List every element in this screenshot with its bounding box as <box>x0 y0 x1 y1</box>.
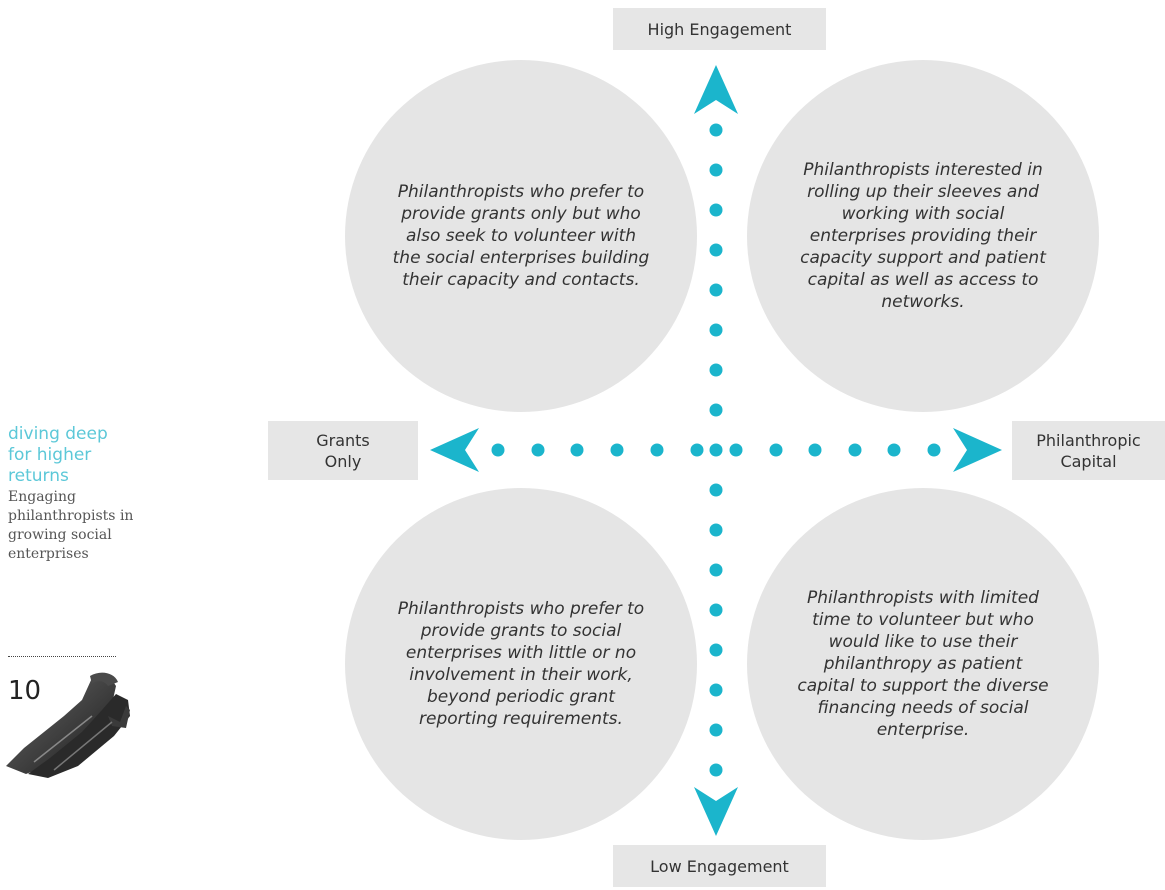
axis-dot <box>650 443 664 457</box>
sidebar-subtitle: Engaging philanthropists in growing soci… <box>8 489 134 562</box>
axis-dot <box>709 403 723 417</box>
high-engagement-label: High Engagement <box>613 8 826 50</box>
quadrant-top-left-text: Philanthropists who prefer to provide gr… <box>392 182 650 290</box>
quadrant-top-right-text: Philanthropists interested in rolling up… <box>800 160 1046 312</box>
axis-dot <box>709 283 723 297</box>
quadrant-top-left: Philanthropists who prefer to provide gr… <box>345 60 697 412</box>
arrow-up-icon <box>694 65 738 114</box>
axis-dot <box>848 443 862 457</box>
axis-dot <box>709 443 723 457</box>
grants-only-label: Grants Only <box>268 421 418 480</box>
axis-dot <box>709 323 723 337</box>
axis-dot <box>709 643 723 657</box>
axis-dot <box>887 443 901 457</box>
arrow-left-icon <box>430 428 479 472</box>
axis-dot <box>709 563 723 577</box>
horizontal-axis-dots <box>491 443 941 457</box>
axis-dot <box>531 443 545 457</box>
vertical-axis-dots <box>709 123 723 777</box>
axis-dot <box>808 443 822 457</box>
axis-dot <box>709 203 723 217</box>
quadrant-bottom-left: Philanthropists who prefer to provide gr… <box>345 488 697 840</box>
axis-dot <box>927 443 941 457</box>
sidebar-title: diving deep for higher returns <box>8 424 108 486</box>
quadrant-bottom-right: Philanthropists with limited time to vol… <box>747 488 1099 840</box>
axis-dot <box>709 163 723 177</box>
arrow-down-icon <box>694 787 738 836</box>
axis-dot <box>709 723 723 737</box>
axis-dot <box>610 443 624 457</box>
quadrant-top-right: Philanthropists interested in rolling up… <box>747 60 1099 412</box>
sidebar: diving deep for higher returns Engaging … <box>8 424 158 564</box>
axis-dot <box>709 763 723 777</box>
axis-dot <box>709 483 723 497</box>
axis-dot <box>491 443 505 457</box>
page-number: 10 <box>8 676 42 706</box>
sidebar-divider <box>8 656 116 657</box>
philanthropic-capital-label: Philanthropic Capital <box>1012 421 1165 480</box>
axis-dot <box>709 683 723 697</box>
axis-dot <box>709 523 723 537</box>
axis-dot <box>570 443 584 457</box>
low-engagement-label: Low Engagement <box>613 845 826 887</box>
axis-dot <box>769 443 783 457</box>
axis-dot <box>690 443 704 457</box>
axis-dot <box>709 363 723 377</box>
swim-fins-icon <box>6 672 130 778</box>
axis-dot <box>709 603 723 617</box>
axis-dot <box>729 443 743 457</box>
quadrant-bottom-left-text: Philanthropists who prefer to provide gr… <box>397 599 645 729</box>
arrow-right-icon <box>953 428 1002 472</box>
axis-dot <box>709 123 723 137</box>
axis-dot <box>709 243 723 257</box>
quadrant-bottom-right-text: Philanthropists with limited time to vol… <box>797 588 1049 740</box>
